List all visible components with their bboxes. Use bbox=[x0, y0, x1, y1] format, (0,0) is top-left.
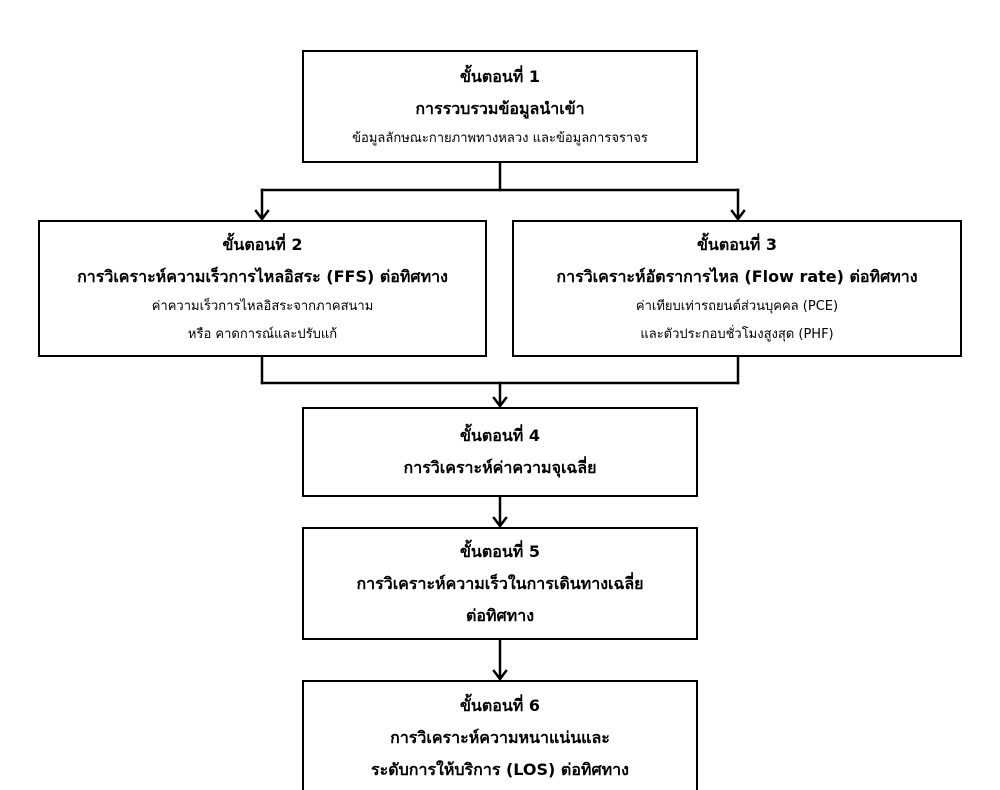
step-6-title-line-2: ระดับการให้บริการ (LOS) ต่อทิศทาง bbox=[371, 760, 629, 779]
step-6-title-line-1: การวิเคราะห์ความหนาแน่นและ bbox=[390, 728, 610, 747]
step-4-title: การวิเคราะห์ค่าความจุเฉลี่ย bbox=[403, 458, 597, 477]
arrowhead-to-step2 bbox=[254, 209, 270, 222]
step-2-detail-line-1: ค่าความเร็วการไหลอิสระจากภาคสนาม bbox=[151, 298, 374, 314]
step-5-title-line-2: ต่อทิศทาง bbox=[465, 605, 535, 625]
step-4-label: ขั้นตอนที่ 4 bbox=[459, 426, 541, 445]
step-2-title: การวิเคราะห์ความเร็วการไหลอิสระ (FFS) ต่… bbox=[77, 266, 448, 286]
step-1-title: การรวบรวมข้อมูลนำเข้า bbox=[415, 98, 585, 118]
step-5-title-line-1: การวิเคราะห์ความเร็วในการเดินทางเฉลี่ย bbox=[356, 573, 644, 593]
arrowhead-to-step3 bbox=[730, 209, 746, 222]
arrowhead-to-step6 bbox=[492, 669, 508, 682]
arrowhead-to-step4 bbox=[492, 396, 508, 409]
step-3-title: การวิเคราะห์อัตราการไหล (Flow rate) ต่อท… bbox=[556, 266, 918, 286]
step-2-label: ขั้นตอนที่ 2 bbox=[222, 234, 303, 254]
step-4-box: ขั้นตอนที่ 4 การวิเคราะห์ค่าความจุเฉลี่ย bbox=[302, 407, 698, 497]
step-1-detail: ข้อมูลลักษณะกายภาพทางหลวง และข้อมูลการจร… bbox=[352, 130, 648, 146]
step-2-detail-line-2: หรือ คาดการณ์และปรับแก้ bbox=[187, 326, 338, 342]
arrowhead-to-step5 bbox=[492, 516, 508, 529]
step-6-box: ขั้นตอนที่ 6 การวิเคราะห์ความหนาแน่นและ … bbox=[302, 680, 698, 790]
step-6-label: ขั้นตอนที่ 6 bbox=[459, 696, 541, 715]
step-3-label: ขั้นตอนที่ 3 bbox=[696, 234, 778, 254]
step-1-label: ขั้นตอนที่ 1 bbox=[459, 66, 541, 86]
step-1-box: ขั้นตอนที่ 1 การรวบรวมข้อมูลนำเข้า ข้อมู… bbox=[302, 50, 698, 163]
step-3-detail-line-2: และตัวประกอบชั่วโมงสูงสุด (PHF) bbox=[640, 326, 834, 342]
step-5-box: ขั้นตอนที่ 5 การวิเคราะห์ความเร็วในการเด… bbox=[302, 527, 698, 640]
step-2-box: ขั้นตอนที่ 2 การวิเคราะห์ความเร็วการไหลอ… bbox=[38, 220, 487, 357]
step-3-box: ขั้นตอนที่ 3 การวิเคราะห์อัตราการไหล (Fl… bbox=[512, 220, 962, 357]
step-5-label: ขั้นตอนที่ 5 bbox=[459, 541, 541, 561]
step-3-detail-line-1: ค่าเทียบเท่ารถยนต์ส่วนบุคคล (PCE) bbox=[635, 298, 839, 314]
